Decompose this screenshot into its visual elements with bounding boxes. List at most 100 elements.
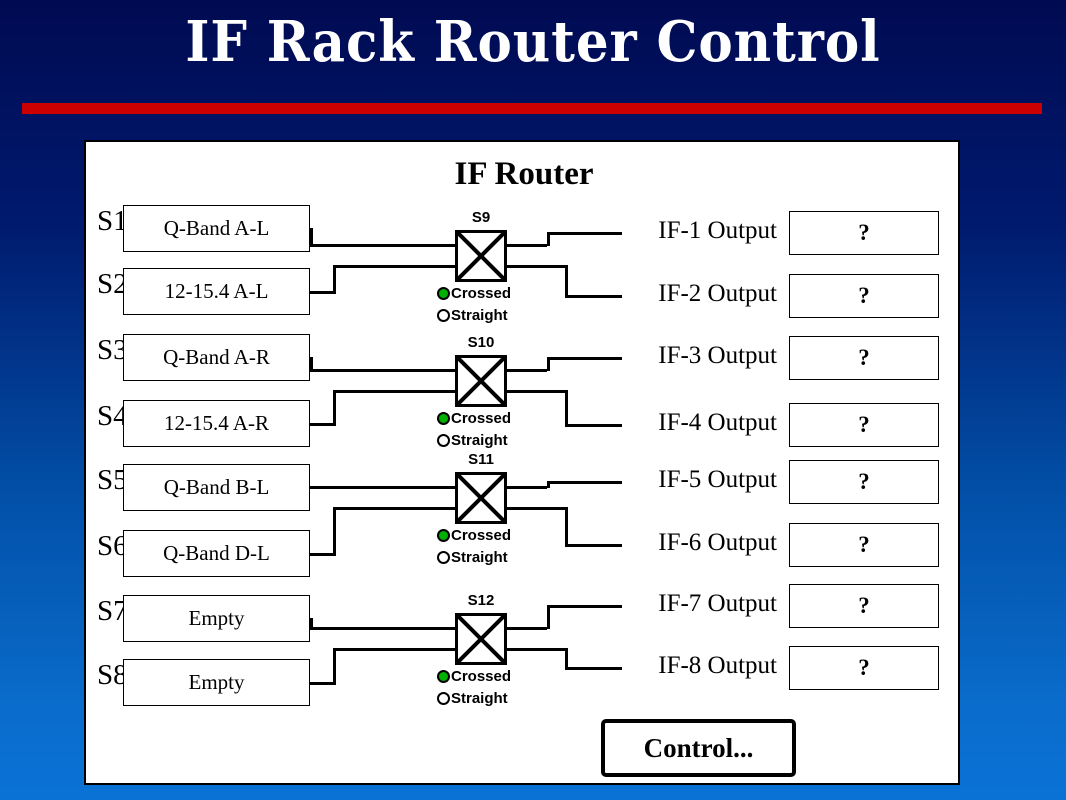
wire-segment <box>565 390 568 426</box>
switch-s10-option-straight[interactable]: Straight <box>437 432 508 449</box>
switch-name-s11: S11 <box>468 451 494 468</box>
wire-segment <box>310 291 333 294</box>
output-label-8: IF-8 Output <box>658 652 777 679</box>
wire-segment <box>310 244 455 247</box>
output-value-box-6[interactable]: ? <box>789 523 939 567</box>
wire-segment <box>565 507 568 546</box>
wire-segment <box>565 667 622 670</box>
wire-segment <box>565 648 568 669</box>
wire-segment <box>565 295 622 298</box>
control-button[interactable]: Control... <box>601 719 796 777</box>
panel-title: IF Router <box>454 156 594 192</box>
wire-segment <box>333 265 336 294</box>
radio-crossed-label: Crossed <box>451 668 512 685</box>
radio-straight-label: Straight <box>451 549 508 566</box>
input-source-box-4[interactable]: 12-15.4 A-R <box>123 400 310 447</box>
switch-cross-icon <box>458 233 504 279</box>
radio-crossed-icon <box>437 287 450 300</box>
input-switch-label-s5: S5 <box>97 464 128 496</box>
switch-symbol-s11[interactable] <box>455 472 507 524</box>
output-label-4: IF-4 Output <box>658 409 777 436</box>
wire-segment <box>310 618 313 628</box>
output-value-box-7[interactable]: ? <box>789 584 939 628</box>
radio-straight-icon <box>437 692 450 705</box>
radio-crossed-icon <box>437 670 450 683</box>
output-label-5: IF-5 Output <box>658 466 777 493</box>
radio-crossed-label: Crossed <box>451 527 512 544</box>
input-source-box-5[interactable]: Q-Band B-L <box>123 464 310 511</box>
radio-crossed-icon <box>437 412 450 425</box>
wire-segment <box>333 390 336 426</box>
radio-crossed-label: Crossed <box>451 285 512 302</box>
switch-name-s10: S10 <box>467 334 495 351</box>
switch-s11-option-crossed[interactable]: Crossed <box>437 527 511 544</box>
switch-symbol-s12[interactable] <box>455 613 507 665</box>
input-source-box-1[interactable]: Q-Band A-L <box>123 205 310 252</box>
output-value-box-1[interactable]: ? <box>789 211 939 255</box>
radio-crossed-icon <box>437 529 450 542</box>
wire-segment <box>547 605 622 608</box>
radio-straight-label: Straight <box>451 307 508 324</box>
input-switch-label-s2: S2 <box>97 268 128 300</box>
switch-s10-option-crossed[interactable]: Crossed <box>437 410 511 427</box>
wire-segment <box>310 682 333 685</box>
switch-s12-option-straight[interactable]: Straight <box>437 690 508 707</box>
output-label-1: IF-1 Output <box>658 217 777 244</box>
wire-segment <box>333 390 455 393</box>
input-switch-label-s7: S7 <box>97 595 128 627</box>
wire-segment <box>565 265 568 297</box>
switch-s9-option-straight[interactable]: Straight <box>437 307 508 324</box>
wire-segment <box>547 481 550 488</box>
switch-symbol-s9[interactable] <box>455 230 507 282</box>
wire-segment <box>333 648 336 685</box>
output-label-6: IF-6 Output <box>658 529 777 556</box>
wire-segment <box>507 507 565 510</box>
wire-segment <box>310 553 333 556</box>
input-source-box-3[interactable]: Q-Band A-R <box>123 334 310 381</box>
wire-segment <box>310 627 455 630</box>
output-label-2: IF-2 Output <box>658 280 777 307</box>
switch-s12-option-crossed[interactable]: Crossed <box>437 668 511 685</box>
wire-segment <box>333 265 455 268</box>
radio-straight-label: Straight <box>451 432 508 449</box>
wire-segment <box>310 423 333 426</box>
input-source-box-2[interactable]: 12-15.4 A-L <box>123 268 310 315</box>
wire-segment <box>507 486 547 489</box>
wire-segment <box>310 357 313 370</box>
output-value-box-3[interactable]: ? <box>789 336 939 380</box>
input-switch-label-s3: S3 <box>97 334 128 366</box>
wire-segment <box>310 228 313 245</box>
switch-name-s9: S9 <box>471 209 491 226</box>
switch-cross-icon <box>458 358 504 404</box>
switch-symbol-s10[interactable] <box>455 355 507 407</box>
input-switch-label-s8: S8 <box>97 659 128 691</box>
output-label-7: IF-7 Output <box>658 590 777 617</box>
radio-straight-label: Straight <box>451 690 508 707</box>
wire-segment <box>547 605 550 629</box>
wire-segment <box>565 424 622 427</box>
switch-s11-option-straight[interactable]: Straight <box>437 549 508 566</box>
wire-segment <box>547 232 622 235</box>
wire-segment <box>310 486 455 489</box>
wire-segment <box>310 369 455 372</box>
wire-segment <box>547 357 622 360</box>
input-switch-label-s1: S1 <box>97 205 128 237</box>
input-source-box-8[interactable]: Empty <box>123 659 310 706</box>
input-source-box-7[interactable]: Empty <box>123 595 310 642</box>
wire-segment <box>565 544 622 547</box>
output-value-box-4[interactable]: ? <box>789 403 939 447</box>
wire-segment <box>547 357 550 371</box>
output-value-box-2[interactable]: ? <box>789 274 939 318</box>
output-value-box-8[interactable]: ? <box>789 646 939 690</box>
wire-segment <box>547 232 550 246</box>
radio-straight-icon <box>437 551 450 564</box>
switch-name-s12: S12 <box>467 592 495 609</box>
wire-segment <box>333 507 455 510</box>
output-value-box-5[interactable]: ? <box>789 460 939 504</box>
switch-s9-option-crossed[interactable]: Crossed <box>437 285 511 302</box>
switch-cross-icon <box>458 475 504 521</box>
input-source-box-6[interactable]: Q-Band D-L <box>123 530 310 577</box>
wire-segment <box>507 265 565 268</box>
input-switch-label-s4: S4 <box>97 400 128 432</box>
page-title: IF Rack Router Control <box>185 9 881 75</box>
